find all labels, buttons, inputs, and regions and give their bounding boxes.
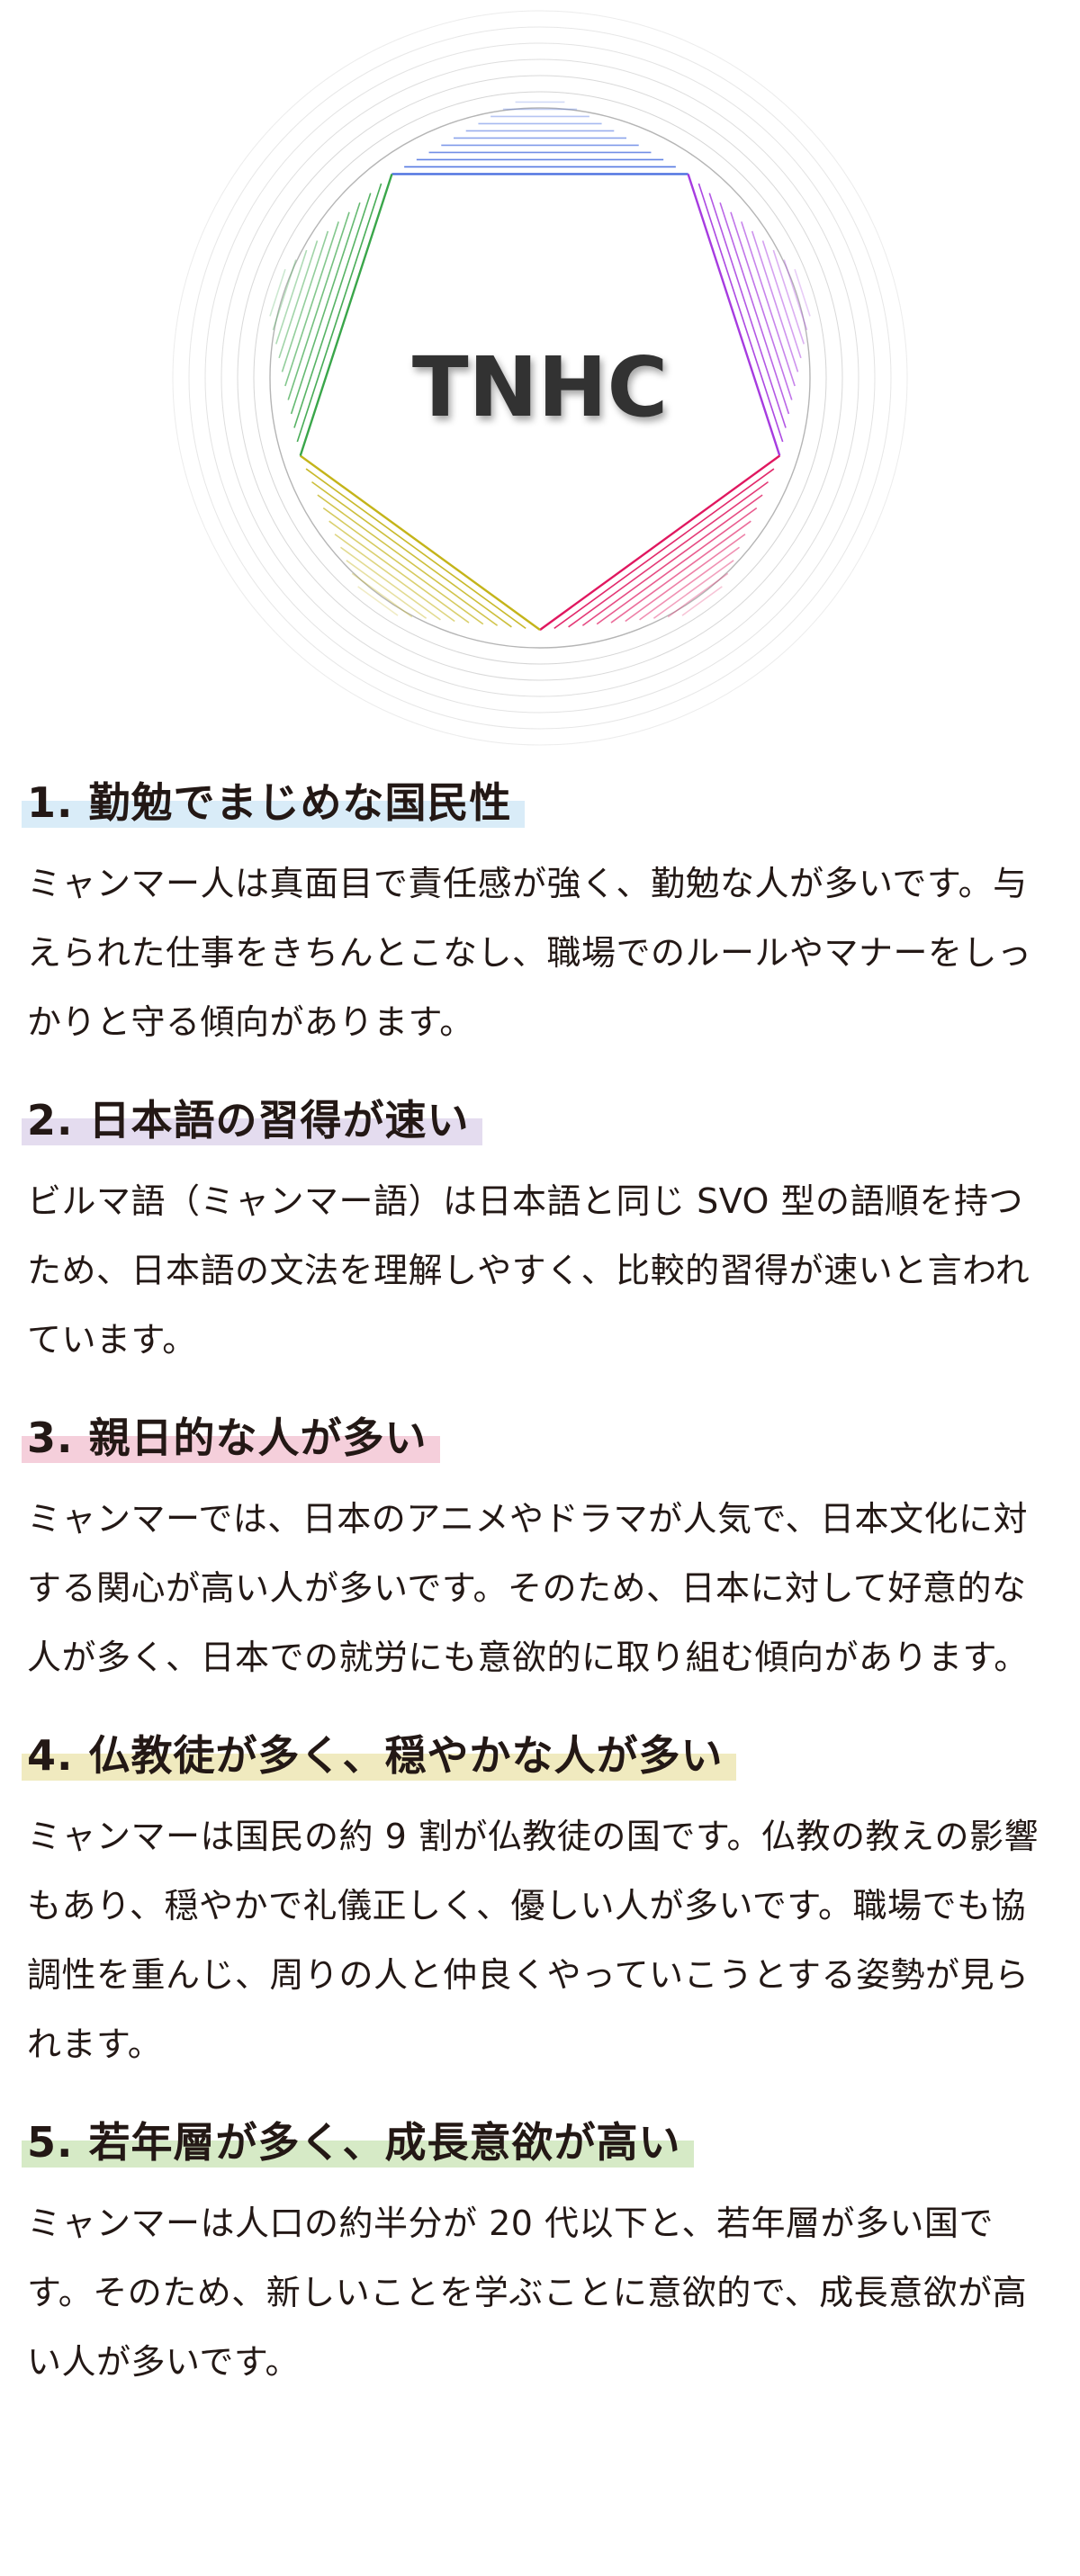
feature-heading: 2. 日本語の習得が速い [22,1091,482,1149]
heading-highlight [22,2141,694,2168]
hatch-line [281,230,329,372]
hatch-line [346,560,428,619]
logo-ring [269,107,811,649]
hatch-line [287,211,350,400]
feature-description: ミャンマー人は真面目で責任感が強く、勤勉な人が多いです。与えられた仕事をきちんと… [27,864,1032,1042]
hatch-line [296,183,382,443]
heading-highlight [22,1118,482,1145]
pentagon-edge [299,174,393,456]
feature-heading: 3. 親日的な人が多い [22,1409,440,1467]
tnhc-logo: TNHC [135,0,945,747]
feature-heading: 4. 仏教徒が多く、穏やかな人が多い [22,1727,736,1784]
logo-pentagon [299,173,781,631]
pentagon-logo-graphic: TNHC [172,10,908,746]
hatch-line [568,480,769,628]
logo-ring [253,91,827,665]
hatch-line [351,572,413,618]
hatch-line [328,520,470,624]
hatch-line [269,268,286,317]
feature-heading: 1. 勤勉でまじめな国民性 [22,774,525,831]
logo-ring [220,58,860,697]
hatch-line [293,193,372,428]
feature-description: ミャンマーは国民の約 9 割が仏教徒の国です。仏教の教えの影響もあり、穏やかで礼… [27,1817,1040,2064]
hatch-line [311,480,512,628]
pentagon-edge [299,454,541,631]
hatch-line [334,534,455,623]
hatch-line [698,183,784,443]
feature-section-3: 3. 親日的な人が多い ミャンマーでは、日本のアニメやドラマが人気で、日本文化に… [22,1409,1057,1692]
logo-text: TNHC [412,339,668,435]
hatch-line [272,259,297,331]
hatch-line [783,259,808,331]
hatch-line [730,211,793,400]
hatch-line [554,468,775,630]
hatch-line [761,240,802,359]
feature-section-5: 5. 若年層が多く、成長意欲が高い ミャンマーは人口の約半分が 20 代以下と、… [22,2114,1057,2397]
hatch-line [610,520,752,624]
hatch-line [652,560,734,619]
hatch-line [681,586,723,616]
hatch-line [284,221,339,387]
logo-ring [204,42,876,714]
pentagon-edge [539,454,781,631]
feature-heading: 5. 若年層が多く、成長意欲が高い [22,2114,694,2171]
heading-highlight [22,1754,736,1781]
hatch-line [339,546,441,621]
feature-description: ミャンマーは人口の約半分が 20 代以下と、若年層が多い国です。そのため、新しい… [27,2204,1028,2382]
hatch-line [667,572,729,618]
feature-section-1: 1. 勤勉でまじめな国民性 ミャンマー人は真面目で責任感が強く、勤勉な人が多いで… [22,774,1057,1057]
hatch-line [794,268,811,317]
hatch-line [581,494,763,626]
logo-ring [188,26,892,730]
heading-highlight [22,1436,440,1463]
hatch-line [305,468,526,630]
logo-rings [172,10,908,746]
hatch-line [274,249,308,345]
hatch-line [719,202,790,415]
logo-ring [172,10,908,746]
hatch-line [639,546,741,621]
feature-description: ビルマ語（ミャンマー語）は日本語と同じ SVO 型の語順を持つため、日本語の文法… [27,1181,1030,1360]
hatch-line [357,586,399,616]
features-list: 1. 勤勉でまじめな国民性 ミャンマー人は真面目で責任感が強く、勤勉な人が多いで… [22,774,1057,2431]
feature-section-4: 4. 仏教徒が多く、穏やかな人が多い ミャンマーは国民の約 9 割が仏教徒の国で… [22,1727,1057,2079]
hatch-line [708,193,787,428]
hatch-line [317,494,499,626]
hatch-line [751,230,799,372]
heading-highlight [22,801,525,828]
hatch-line [290,202,361,415]
feature-section-2: 2. 日本語の習得が速い ビルマ語（ミャンマー語）は日本語と同じ SVO 型の語… [22,1091,1057,1375]
hatch-line [596,507,758,625]
hatch-line [741,221,796,387]
feature-description: ミャンマーでは、日本のアニメやドラマが人気で、日本文化に対する関心が高い人が多い… [27,1499,1029,1677]
hatch-line [772,249,806,345]
hatch-line [278,240,319,359]
hatch-line [322,507,484,625]
logo-ring [237,75,843,681]
hatch-line [625,534,746,623]
logo-hatch-lines [269,101,811,631]
pentagon-edge [687,174,781,456]
